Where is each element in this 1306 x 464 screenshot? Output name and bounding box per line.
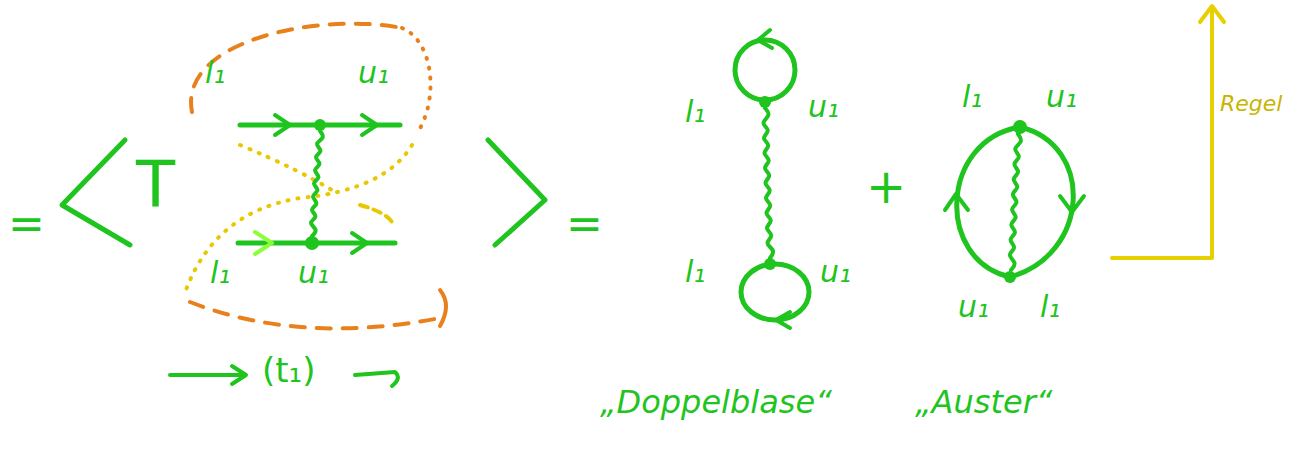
vertex xyxy=(1004,271,1016,283)
handwritten-label: u₁ xyxy=(808,90,839,123)
angle-bracket xyxy=(488,140,545,245)
contraction-line xyxy=(190,302,440,328)
handwritten-label: u₁ xyxy=(958,290,989,323)
vertex xyxy=(1013,120,1027,134)
arrow-head xyxy=(776,312,790,328)
handwritten-label: l₁ xyxy=(685,255,705,288)
contraction-line xyxy=(191,24,402,112)
contraction-line xyxy=(360,205,392,222)
rule-bracket xyxy=(1112,6,1224,258)
arrow-head xyxy=(352,233,367,253)
handwritten-label: = xyxy=(8,200,45,248)
arrow-head xyxy=(1060,196,1084,212)
handwritten-label: u₁ xyxy=(820,255,851,288)
handwritten-label: l₁ xyxy=(205,56,225,89)
arrow-head xyxy=(275,115,290,135)
photon-line xyxy=(763,108,773,258)
fermion-loop xyxy=(741,264,809,320)
arrow-head xyxy=(255,232,272,254)
handwritten-label: „Doppelblase“ xyxy=(600,385,832,420)
handwritten-label: u₁ xyxy=(358,56,389,89)
handwritten-label: l₁ xyxy=(1040,290,1060,323)
handwritten-label: l₁ xyxy=(210,256,230,289)
fermion-loop xyxy=(735,40,795,100)
handwritten-label: u₁ xyxy=(1046,80,1077,113)
handwritten-label: = xyxy=(566,200,603,248)
arrow-head xyxy=(758,30,772,48)
time-arrow xyxy=(170,366,246,384)
fermion-line xyxy=(957,127,1020,277)
vertex xyxy=(305,236,319,250)
handwritten-label: „Auster“ xyxy=(915,385,1052,420)
photon-line xyxy=(1010,134,1021,270)
handwritten-label: (t₁) xyxy=(262,352,316,389)
photon-line xyxy=(311,131,323,236)
handwritten-label: l₁ xyxy=(962,80,982,113)
contraction-line xyxy=(440,290,446,326)
arrow-head xyxy=(362,115,377,135)
contraction-line xyxy=(402,28,431,132)
arrow-head xyxy=(945,194,968,210)
handwritten-label: u₁ xyxy=(298,256,329,289)
angle-bracket xyxy=(62,140,130,245)
time-arrow xyxy=(355,372,398,386)
handwritten-label: l₁ xyxy=(685,95,705,128)
handwritten-label: T xyxy=(136,150,175,220)
handwritten-label: Regel xyxy=(1220,92,1282,116)
handwritten-label: + xyxy=(866,160,906,213)
contraction-line xyxy=(186,145,412,290)
